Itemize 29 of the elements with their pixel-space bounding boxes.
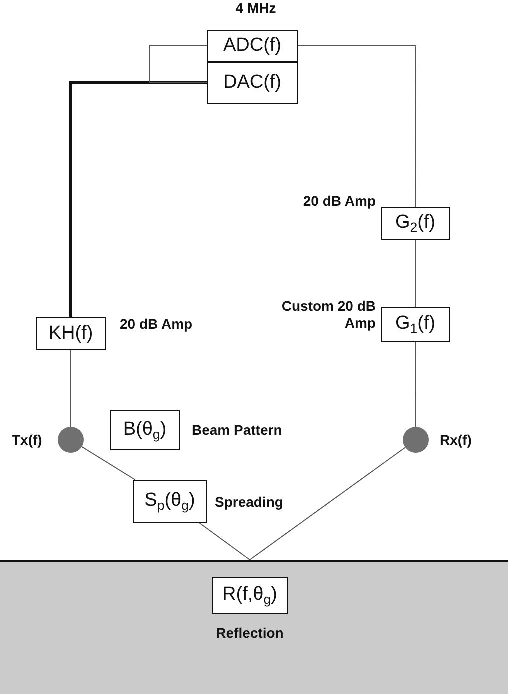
seafloor-band — [0, 560, 508, 694]
block-box: G$_{2}$(f) — [381, 207, 450, 240]
signal-line — [70, 82, 207, 317]
signal-line — [250, 447, 406, 560]
block-caption: Rx(f) — [440, 432, 473, 449]
signal-line — [82, 446, 136, 480]
block-caption: 4 MHz — [234, 0, 278, 17]
block-box: S$_{p}$(θ$_{g}$) — [133, 480, 207, 523]
block-caption: Tx(f) — [12, 432, 44, 449]
signal-line — [198, 522, 250, 560]
block-caption: Spreading — [215, 494, 284, 511]
signal-line — [415, 342, 416, 428]
block-caption: Reflection — [215, 625, 285, 642]
block-box: R(f,θ$_{g}$) — [212, 577, 288, 614]
block-caption: Beam Pattern — [192, 422, 284, 439]
signal-line — [415, 240, 416, 308]
signal-line — [298, 46, 416, 208]
signal-line — [70, 350, 72, 428]
signal-line — [150, 46, 208, 84]
block-box: ADC(f) — [207, 30, 298, 62]
block-box: DAC(f) — [207, 62, 298, 104]
transducer-circle — [403, 427, 429, 453]
block-caption: 20 dB Amp — [120, 316, 194, 333]
transducer-circle — [58, 427, 84, 453]
block-caption: Custom 20 dB Amp — [280, 298, 376, 332]
block-caption: 20 dB Amp — [302, 193, 376, 210]
block-box: KH(f) — [36, 317, 106, 350]
block-box: G$_{1}$(f) — [381, 307, 450, 342]
block-box: B(θ$_{g}$) — [110, 410, 180, 450]
